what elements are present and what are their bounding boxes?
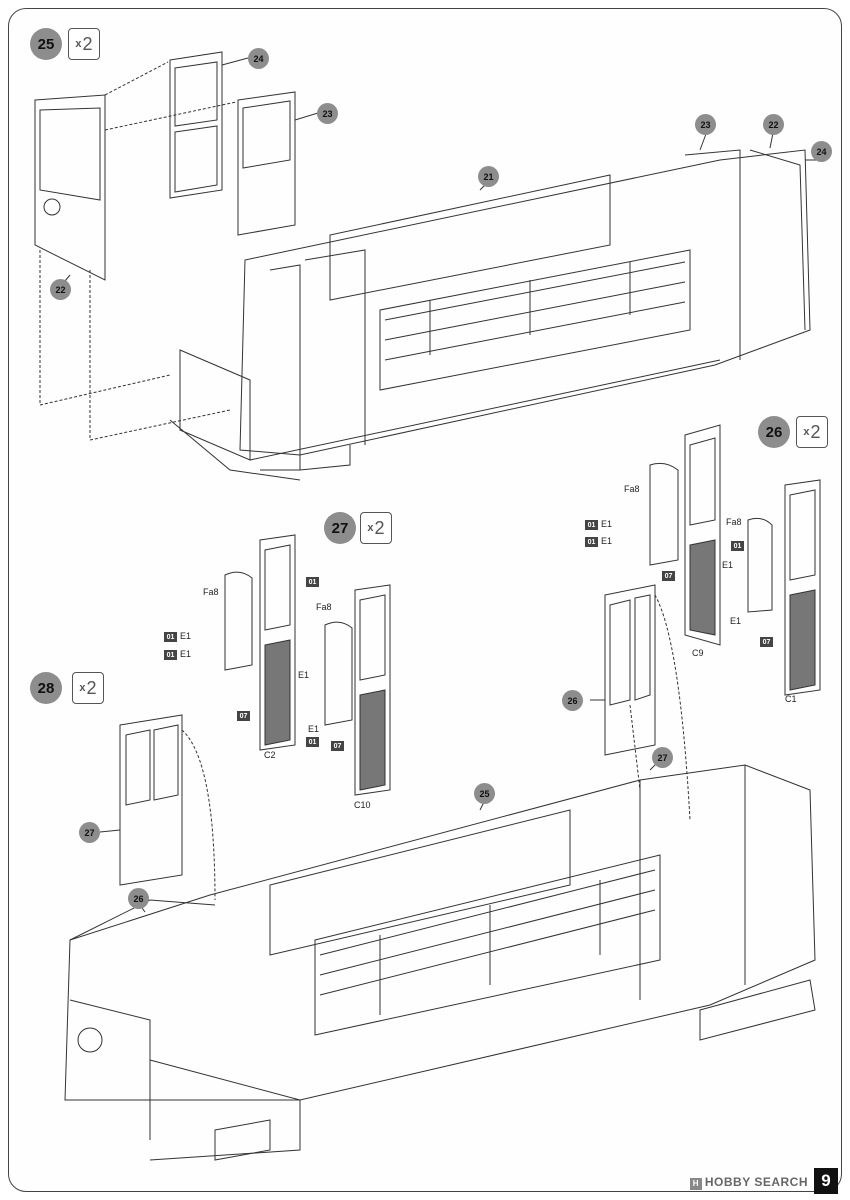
sprue-tag-01: 01 xyxy=(164,632,177,642)
part-leader-lines xyxy=(59,57,818,913)
part-number-27: 27 xyxy=(652,747,673,768)
part-number-27-b: 27 xyxy=(79,822,100,843)
door-panel-26 xyxy=(604,584,656,756)
part-number-22-b: 22 xyxy=(763,114,784,135)
label-fa8: Fa8 xyxy=(624,484,640,494)
label-e1: E1 xyxy=(180,631,192,641)
sprue-tag-01: 01 xyxy=(585,537,598,547)
step25-guide-lines xyxy=(39,61,237,441)
step-27-badge: 27 xyxy=(324,512,356,544)
part-number-26: 26 xyxy=(562,690,583,711)
label-c1: C1 xyxy=(785,694,797,704)
part-number-22: 22 xyxy=(50,279,71,300)
step-26-badge: 26 xyxy=(758,416,790,448)
sprue-tag-07: 07 xyxy=(760,637,773,647)
label-e1: E1 xyxy=(730,616,742,626)
label-fa8: Fa8 xyxy=(203,587,219,597)
fa8-panels xyxy=(224,462,773,726)
page-number: 9 xyxy=(814,1168,838,1194)
label-c9: C9 xyxy=(692,648,704,658)
part-number-24: 24 xyxy=(248,48,269,69)
part-number-26-b: 26 xyxy=(128,888,149,909)
door-c10 xyxy=(354,584,391,796)
label-fa8: Fa8 xyxy=(726,517,742,527)
door-c2 xyxy=(259,534,296,751)
sprue-tag-07: 07 xyxy=(237,711,250,721)
label-e1: E1 xyxy=(601,519,613,529)
label-e1: E1 xyxy=(298,670,310,680)
label-c10: C10 xyxy=(354,800,371,810)
label-e1: E1 xyxy=(308,724,320,734)
part-number-23: 23 xyxy=(317,103,338,124)
sprue-tag-07: 07 xyxy=(331,741,344,751)
door-c1 xyxy=(784,479,821,696)
label-e1: E1 xyxy=(601,536,613,546)
step-25-badge: 25 xyxy=(30,28,62,60)
sprue-tag-01: 01 xyxy=(585,520,598,530)
cab-front-panel-22 xyxy=(34,94,106,281)
label-fa8: Fa8 xyxy=(316,602,332,612)
sprue-tag-01: 01 xyxy=(164,650,177,660)
door-panel-24 xyxy=(169,51,223,199)
label-e1: E1 xyxy=(722,560,734,570)
label-e1: E1 xyxy=(180,649,192,659)
sprue-tag-01: 01 xyxy=(306,737,319,747)
label-c2: C2 xyxy=(264,750,276,760)
sprue-tag-01: 01 xyxy=(306,577,319,587)
upper-tram-body xyxy=(169,149,811,481)
part-number-25: 25 xyxy=(474,783,495,804)
hobby-search-logo-icon: H xyxy=(689,1178,702,1190)
part-number-24-b: 24 xyxy=(811,141,832,162)
door-panel-23 xyxy=(237,91,296,236)
part-number-23-b: 23 xyxy=(695,114,716,135)
door-c9 xyxy=(684,424,721,646)
door-panel-27 xyxy=(119,714,183,886)
step-28-badge: 28 xyxy=(30,672,62,704)
sprue-tag-07: 07 xyxy=(662,571,675,581)
step28-guide-lines xyxy=(181,594,691,901)
sprue-tag-01: 01 xyxy=(731,541,744,551)
lower-tram-body xyxy=(64,764,816,1161)
part-number-21: 21 xyxy=(478,166,499,187)
